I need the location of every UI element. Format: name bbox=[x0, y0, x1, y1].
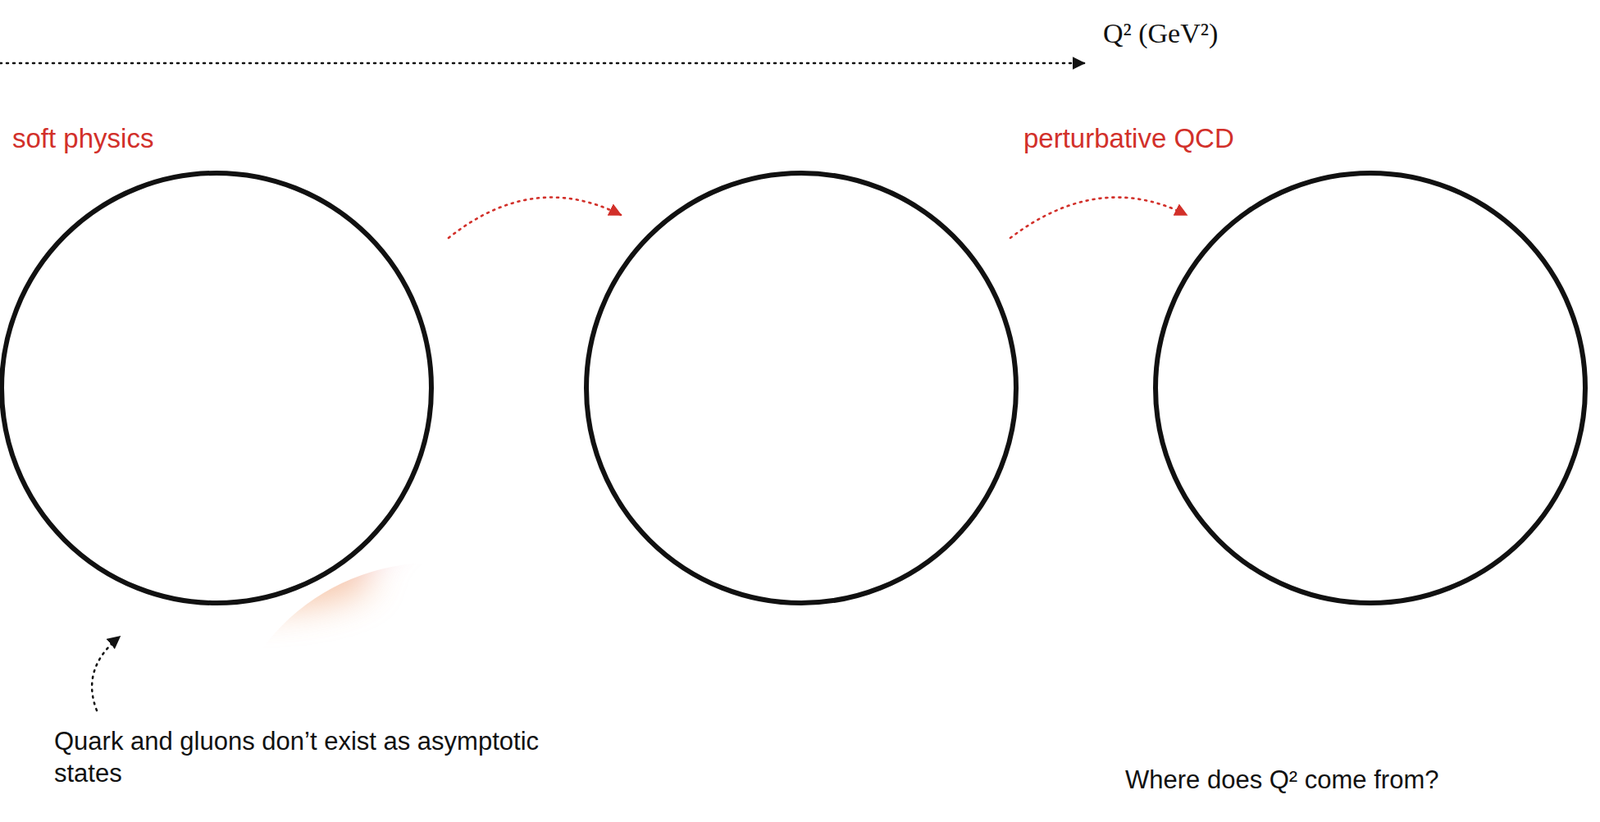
gluon-line bbox=[195, 558, 325, 601]
quark-dot bbox=[835, 184, 849, 198]
gluon-line bbox=[47, 340, 107, 492]
note-text: Quark and gluons don’t exist as asymptot… bbox=[54, 725, 596, 790]
gluon-line bbox=[1395, 399, 1467, 452]
gluon-line bbox=[163, 423, 193, 516]
color-wash bbox=[290, 215, 422, 315]
quark-loop bbox=[194, 174, 265, 244]
gluon-line bbox=[180, 289, 233, 374]
proton-outline bbox=[586, 173, 1017, 603]
gluon-line bbox=[126, 396, 243, 456]
gluon-line bbox=[1285, 277, 1487, 315]
gluon-line bbox=[826, 399, 899, 452]
gluon-line bbox=[779, 558, 910, 601]
gluon-line bbox=[241, 399, 314, 452]
gluon-line bbox=[715, 276, 917, 315]
gluon-line bbox=[211, 440, 269, 575]
color-wash bbox=[3, 314, 135, 561]
antiquark-line bbox=[194, 209, 264, 244]
proton-outline bbox=[1, 173, 432, 603]
quark-loop bbox=[1348, 174, 1418, 244]
gluon-line bbox=[1349, 559, 1478, 601]
quark-line bbox=[194, 174, 264, 210]
gluon-line bbox=[247, 408, 392, 595]
gluon-line bbox=[632, 340, 692, 492]
transition-arrow bbox=[448, 197, 621, 238]
gluon-line bbox=[1366, 440, 1423, 575]
color-wash bbox=[11, 191, 225, 306]
quark-dot bbox=[1404, 184, 1418, 198]
gluon-line bbox=[231, 352, 283, 436]
gluon-line bbox=[913, 204, 981, 288]
antiquark-line bbox=[1348, 209, 1418, 244]
proton-outline bbox=[1155, 173, 1586, 603]
color-wash bbox=[60, 322, 324, 520]
proton-interior bbox=[593, 174, 991, 602]
region-label: perturbative QCD bbox=[1023, 121, 1235, 155]
quark-line bbox=[1348, 174, 1418, 210]
scale-arrow bbox=[0, 62, 1085, 65]
gluon-line bbox=[796, 440, 854, 575]
antiquark-dot bbox=[197, 221, 211, 235]
gluon-line bbox=[131, 276, 332, 315]
valence-quark bbox=[1436, 290, 1560, 414]
valence-quark bbox=[867, 290, 991, 414]
transition-arrow bbox=[1010, 197, 1187, 238]
valence-quark bbox=[1229, 478, 1353, 602]
gluon-line bbox=[1401, 408, 1545, 595]
quark-dot bbox=[250, 184, 265, 198]
gluon-line bbox=[283, 474, 346, 527]
region-label: soft physics bbox=[12, 121, 154, 155]
color-wash bbox=[150, 215, 381, 364]
gluon-line bbox=[328, 204, 397, 288]
quark-line bbox=[779, 174, 848, 210]
antiquark-dot bbox=[782, 221, 796, 235]
gluon-line bbox=[1482, 205, 1549, 289]
valence-quark bbox=[79, 483, 195, 598]
valence-quark bbox=[287, 294, 402, 410]
color-wash bbox=[216, 404, 414, 569]
gluon-line bbox=[765, 289, 817, 374]
valence-quark bbox=[13, 273, 128, 389]
pointer-arrow bbox=[91, 636, 120, 711]
proton-interior bbox=[1162, 174, 1560, 602]
gluon-line bbox=[711, 396, 828, 456]
antiquark-dot bbox=[1351, 221, 1365, 235]
antiquark-line bbox=[779, 209, 848, 244]
axis-label: Q² (GeV²) bbox=[1103, 16, 1218, 52]
quark-loop bbox=[779, 174, 849, 244]
gluon-line bbox=[815, 352, 868, 436]
gluon-line bbox=[868, 474, 930, 527]
valence-quark bbox=[660, 478, 784, 602]
gluon-line bbox=[1280, 396, 1396, 456]
proton-panels bbox=[1, 173, 1586, 610]
gluon-line bbox=[832, 408, 976, 595]
note-text: Where does Q² come from? bbox=[1125, 764, 1439, 797]
gluon-line bbox=[747, 423, 778, 516]
